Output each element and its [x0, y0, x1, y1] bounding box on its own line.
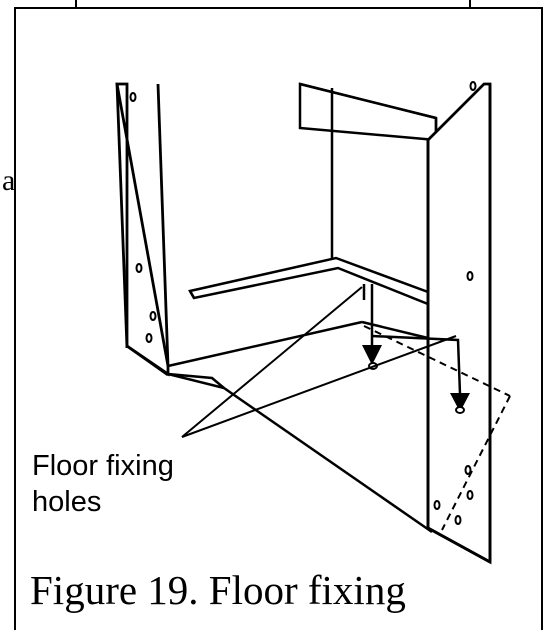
channel-bracket [188, 256, 430, 306]
left-side-panel [115, 82, 170, 377]
mounting-hole [135, 263, 143, 273]
mounting-hole [464, 465, 472, 475]
floor-fixing-holes-callout: Floor fixing holes [32, 448, 174, 520]
base-outline [167, 372, 433, 534]
arrow-head-left [362, 345, 382, 365]
mounting-hole [129, 92, 137, 102]
mounting-hole [149, 311, 157, 321]
mounting-hole [433, 500, 441, 510]
mounting-hole [145, 333, 153, 343]
leader-lines [181, 286, 457, 438]
arrow-head-right [450, 393, 470, 412]
mounting-hole [466, 490, 474, 500]
margin-text-fragment: a [2, 164, 16, 197]
callout-line-1: Floor fixing [32, 450, 174, 482]
mounting-hole [466, 271, 474, 281]
figure-caption: Figure 19. Floor fixing [30, 567, 406, 613]
right-side-panel [426, 82, 492, 565]
figure-frame [14, 0, 543, 630]
right-panel-holes [433, 81, 477, 525]
mounting-hole [454, 515, 462, 525]
rear-panel [298, 82, 438, 142]
callout-line-2: holes [32, 486, 102, 518]
floor-fixing-hole-2 [455, 406, 465, 414]
arrow-heads [362, 345, 470, 412]
mounting-hole [469, 81, 477, 91]
left-panel-holes [129, 92, 157, 343]
fixing-arrows [362, 284, 462, 395]
inner-floor [167, 320, 429, 368]
